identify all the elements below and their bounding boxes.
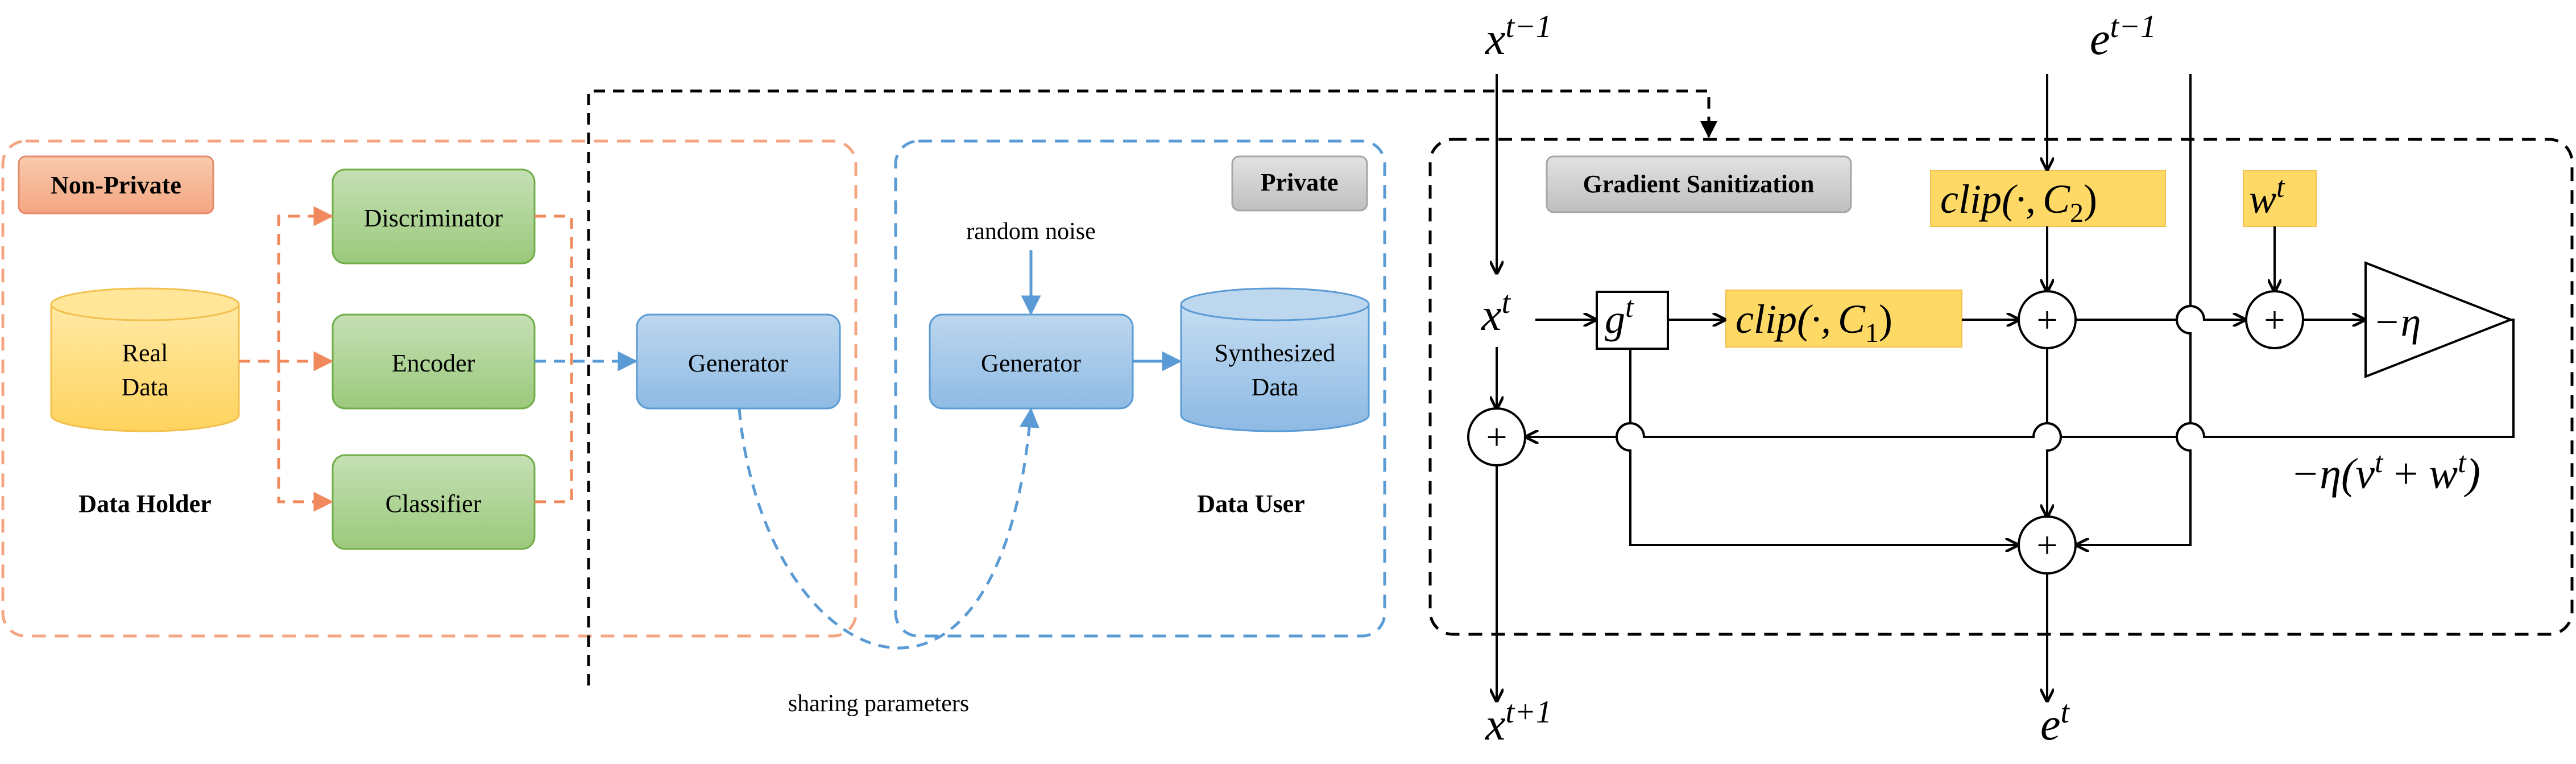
orange-flow-arrows: [239, 206, 573, 512]
clip2-label: clip(·,C2): [1940, 176, 2097, 228]
svg-text:+: +: [2036, 525, 2057, 566]
adder-1: +: [2018, 290, 2077, 349]
gradient-sanitization-title: Gradient Sanitization: [1583, 170, 1814, 198]
e-prev-label: et−1: [2090, 9, 2156, 64]
g-t-box: [1596, 291, 1669, 350]
real-data-cylinder: Real Data: [50, 287, 240, 432]
right-panel: Gradient Sanitization xt−1 et−1 clip(·,C…: [1428, 9, 2574, 750]
sharing-parameters-label: sharing parameters: [788, 691, 969, 717]
non-private-tag: Non-Private: [51, 171, 181, 199]
sharing-parameters-curve: [738, 407, 1039, 650]
clip2-box: [1930, 170, 2166, 227]
gradient-sanitization-container: [1428, 138, 2574, 636]
data-holder-label: Data Holder: [78, 490, 211, 518]
w-t-label: wt: [2249, 171, 2285, 222]
svg-text:+: +: [1486, 416, 1507, 458]
synthesized-line1: Synthesized: [1215, 339, 1336, 367]
x-next-label: xt+1: [1485, 695, 1552, 750]
adder-3: +: [2018, 515, 2077, 575]
gradient-sanitization-tag-box: [1546, 155, 1852, 213]
non-private-container: [1, 139, 858, 638]
synthesized-line2: Data: [1251, 373, 1298, 401]
update-label: −η(vt + wt): [2291, 447, 2480, 498]
generator-left-label: Generator: [688, 349, 788, 377]
real-data-line1: Real: [122, 339, 168, 367]
data-user-label: Data User: [1197, 490, 1304, 518]
x-prev-label: xt−1: [1485, 9, 1552, 64]
discriminator-label: Discriminator: [364, 204, 503, 232]
clip1-label: clip(·,C1): [1736, 296, 1892, 348]
signal-wires: [1497, 74, 2515, 701]
private-container: [894, 139, 1386, 638]
eta-label: −η: [2373, 299, 2421, 345]
real-data-line2: Data: [121, 373, 168, 401]
g-t-label: gt: [1605, 291, 1634, 342]
adder-x: +: [1467, 407, 1526, 466]
w-t-box: [2243, 170, 2317, 227]
synthesized-data-cylinder: Synthesized Data: [1180, 287, 1370, 432]
left-panel: Non-Private Private Real Data Discrimina…: [1, 89, 1717, 717]
adder-2: +: [2245, 290, 2304, 349]
non-private-tag-box: [18, 155, 214, 214]
e-next-label: et: [2040, 695, 2070, 750]
clip1-box: [1725, 290, 1962, 348]
encoder-label: Encoder: [392, 349, 475, 377]
random-noise-label: random noise: [966, 218, 1095, 245]
x-t-label: xt: [1481, 285, 1511, 340]
svg-text:+: +: [2264, 299, 2285, 341]
generator-right-label: Generator: [981, 349, 1081, 377]
black-dashed-connector: [587, 89, 1717, 685]
svg-text:+: +: [2036, 299, 2057, 341]
classifier-label: Classifier: [386, 490, 482, 518]
private-tag: Private: [1261, 168, 1339, 196]
private-tag-box: [1231, 155, 1368, 212]
